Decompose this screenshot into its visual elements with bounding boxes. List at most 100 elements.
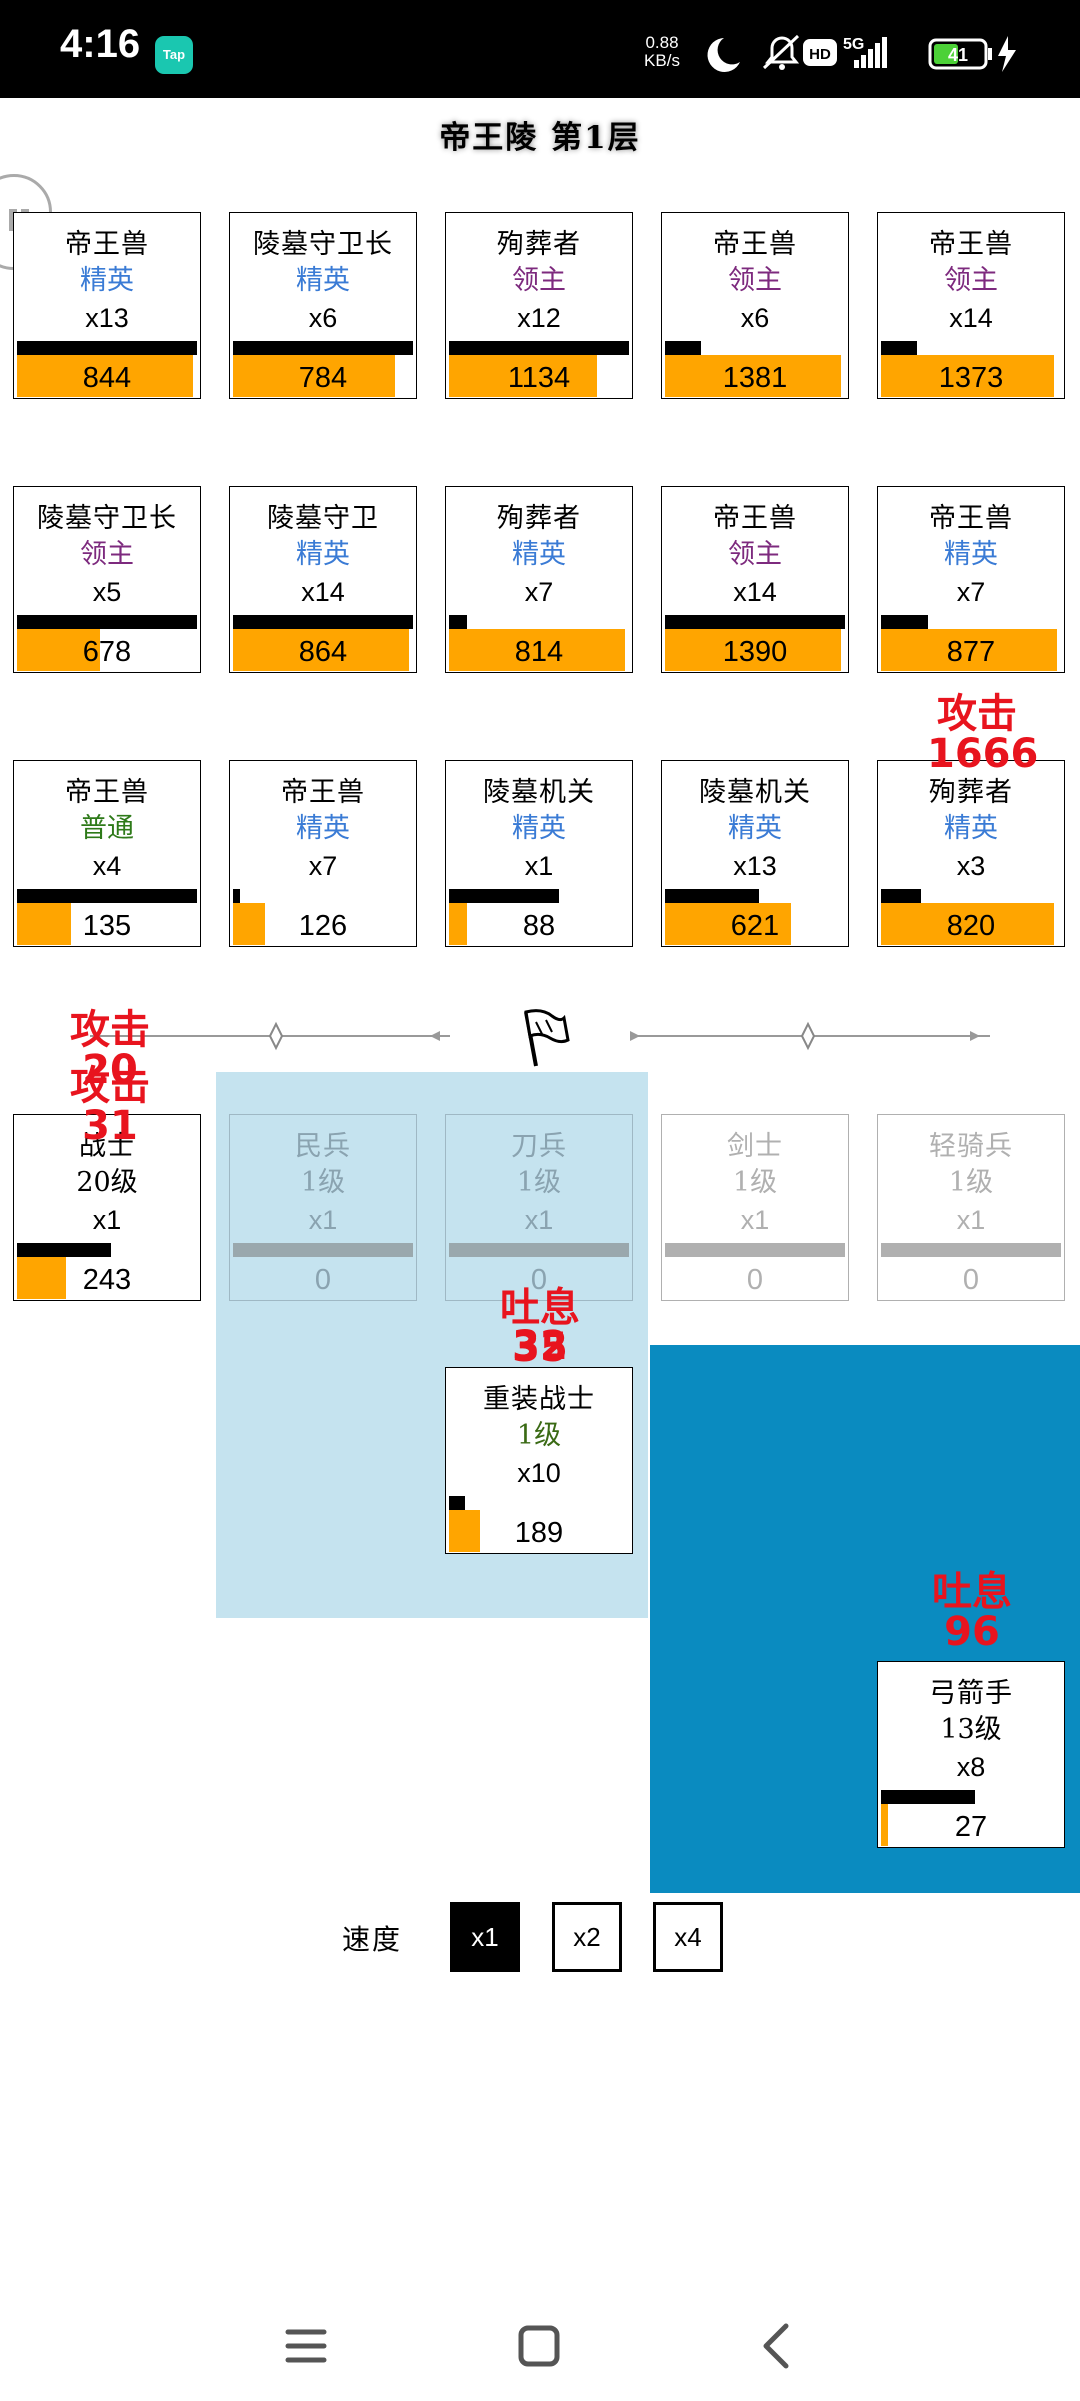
unit-count: x1 (524, 851, 554, 881)
status-bar: 4:16 Tap 0.88 KB/s HD 5G 41 (0, 0, 1080, 98)
unit-shield-bar (665, 889, 759, 903)
enemy-card[interactable]: 殉葬者 领主 x12 1134 (445, 212, 633, 399)
moon-icon (707, 38, 740, 72)
unit-rank: 精英 (296, 539, 350, 570)
enemy-card[interactable]: 陵墓守卫 精英 x14 864 (229, 486, 417, 673)
unit-hp: 1134 (507, 362, 571, 394)
unit-shield-bar (17, 341, 197, 355)
unit-hp-bar (449, 629, 625, 671)
unit-hp: 0 (962, 1264, 980, 1296)
ally-card[interactable]: 刀兵 1级 x1 0 (445, 1114, 633, 1301)
unit-hp: 864 (298, 636, 348, 668)
unit-hp-bar (449, 903, 467, 945)
unit-shield-bar (665, 1243, 845, 1257)
unit-name: 陵墓守卫 (267, 503, 379, 534)
unit-hp-bar (881, 903, 1054, 945)
battle-divider (90, 1009, 990, 1067)
enemy-card[interactable]: 殉葬者 精英 x3 820 (877, 760, 1065, 947)
unit-shield-bar (233, 889, 240, 903)
unit-shield-bar (17, 1243, 111, 1257)
unit-shield-bar (881, 1790, 975, 1804)
unit-shield-bar (449, 341, 629, 355)
menu-icon (285, 2329, 327, 2363)
unit-hp: 0 (746, 1264, 764, 1296)
unit-name: 重装战士 (483, 1384, 595, 1415)
unit-name: 陵墓机关 (699, 777, 811, 808)
unit-count: x1 (740, 1205, 770, 1235)
speed-x1-button[interactable]: x1 (450, 1902, 520, 1972)
enemy-card[interactable]: 陵墓机关 精英 x13 621 (661, 760, 849, 947)
signal-icon (854, 37, 887, 68)
unit-hp-bar (17, 903, 71, 945)
enemy-card[interactable]: 帝王兽 精英 x7 877 (877, 486, 1065, 673)
enemy-card[interactable]: 陵墓守卫长 精英 x6 784 (229, 212, 417, 399)
enemy-card[interactable]: 陵墓守卫长 领主 x5 678 (13, 486, 201, 673)
unit-name: 帝王兽 (281, 777, 365, 808)
status-icons: HD 5G 41 (707, 34, 1016, 72)
unit-level: 1级 (732, 1167, 778, 1198)
unit-shield-bar (665, 615, 845, 629)
unit-name: 陵墓守卫长 (253, 229, 393, 260)
damage-value: 35 (512, 1325, 568, 1371)
unit-hp-bar (665, 629, 841, 671)
ally-card[interactable]: 民兵 1级 x1 0 (229, 1114, 417, 1301)
speed-x4-button[interactable]: x4 (653, 1902, 723, 1972)
unit-count: x1 (524, 1205, 554, 1235)
ally-card[interactable]: 剑士 1级 x1 0 (661, 1114, 849, 1301)
unit-shield-bar (233, 341, 413, 355)
unit-hp: 126 (298, 910, 348, 942)
unit-name: 殉葬者 (497, 229, 581, 260)
unit-hp: 243 (82, 1264, 132, 1296)
unit-name: 刀兵 (511, 1131, 567, 1162)
damage-value: 96 (944, 1609, 1000, 1655)
unit-count: x8 (956, 1752, 986, 1782)
unit-rank: 精英 (296, 813, 350, 844)
unit-hp: 1381 (722, 362, 788, 394)
unit-name: 殉葬者 (497, 503, 581, 534)
bell-muted-icon (762, 34, 800, 70)
status-time: 4:16 (60, 22, 141, 66)
ally-card[interactable]: 战士 20级 x1 243 (13, 1114, 201, 1301)
unit-name: 帝王兽 (929, 503, 1013, 534)
unit-count: x14 (949, 303, 993, 333)
unit-shield-bar (233, 615, 413, 629)
unit-hp-bar (17, 355, 193, 397)
charging-icon (998, 36, 1016, 72)
ally-card[interactable]: 弓箭手 13级 x8 27 (877, 1661, 1065, 1848)
damage-text-enemy: 攻击 1666 (927, 691, 1038, 774)
enemy-card[interactable]: 陵墓机关 精英 x1 88 (445, 760, 633, 947)
unit-count: x3 (956, 851, 986, 881)
unit-name: 战士 (79, 1131, 135, 1162)
unit-count: x14 (733, 577, 777, 607)
unit-rank: 精英 (296, 265, 350, 296)
unit-level: 20级 (76, 1167, 138, 1198)
unit-shield-bar (881, 341, 917, 355)
unit-name: 帝王兽 (65, 229, 149, 260)
damage-label: 攻击 (70, 1063, 150, 1109)
enemy-card[interactable]: 帝王兽 领主 x14 1390 (661, 486, 849, 673)
unit-hp-bar (665, 355, 841, 397)
damage-label: 攻击 (937, 691, 1017, 737)
unit-hp: 135 (82, 910, 132, 942)
unit-level: 13级 (940, 1714, 1002, 1745)
unit-hp-bar (17, 1257, 66, 1299)
unit-count: x4 (92, 851, 122, 881)
unit-count: x1 (956, 1205, 986, 1235)
enemy-card[interactable]: 殉葬者 精英 x7 814 (445, 486, 633, 673)
unit-name: 弓箭手 (929, 1678, 1013, 1709)
enemy-card[interactable]: 帝王兽 领主 x6 1381 (661, 212, 849, 399)
ally-card[interactable]: 轻骑兵 1级 x1 0 (877, 1114, 1065, 1301)
unit-shield-bar (449, 1496, 465, 1510)
unit-count: x1 (92, 1205, 122, 1235)
enemy-card[interactable]: 帝王兽 领主 x14 1373 (877, 212, 1065, 399)
enemy-card[interactable]: 帝王兽 普通 x4 135 (13, 760, 201, 947)
speed-x2-button[interactable]: x2 (552, 1902, 622, 1972)
unit-count: x14 (301, 577, 345, 607)
unit-level: 1级 (516, 1420, 562, 1451)
unit-name: 剑士 (727, 1131, 783, 1162)
unit-count: x7 (956, 577, 986, 607)
enemy-card[interactable]: 帝王兽 精英 x7 126 (229, 760, 417, 947)
ally-card[interactable]: 重装战士 1级 x10 189 (445, 1367, 633, 1554)
unit-level: 1级 (300, 1167, 346, 1198)
enemy-card[interactable]: 帝王兽 精英 x13 844 (13, 212, 201, 399)
